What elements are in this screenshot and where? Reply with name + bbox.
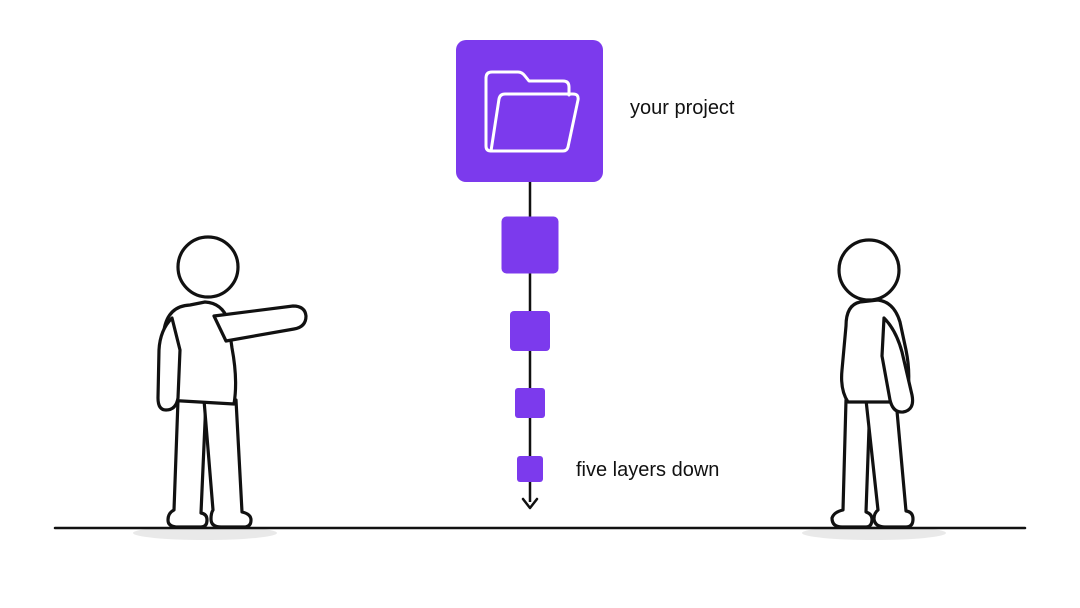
layer-4-box xyxy=(517,456,543,482)
pointing-person xyxy=(156,235,308,529)
right-person-arm xyxy=(880,316,915,414)
left-person-leg-front xyxy=(202,398,253,529)
standing-person xyxy=(830,238,915,529)
layer-3-box xyxy=(515,388,545,418)
right-person-leg-back xyxy=(830,398,874,529)
layers-label: five layers down xyxy=(576,459,720,481)
folder-icon xyxy=(484,70,580,153)
left-person-arm-pointing xyxy=(212,304,308,343)
layer-1-box xyxy=(501,216,559,274)
project-label: your project xyxy=(630,97,735,119)
project-box xyxy=(456,40,603,182)
left-person-head xyxy=(176,235,240,299)
right-person-leg-front xyxy=(864,398,915,529)
right-person-head xyxy=(837,238,901,302)
left-person-leg-back xyxy=(166,398,209,529)
left-figure-shadow xyxy=(133,526,277,540)
layer-2-box xyxy=(510,311,550,351)
arrow-down-icon xyxy=(521,497,539,510)
left-person-arm-back xyxy=(156,316,182,412)
right-figure-shadow xyxy=(802,526,946,540)
